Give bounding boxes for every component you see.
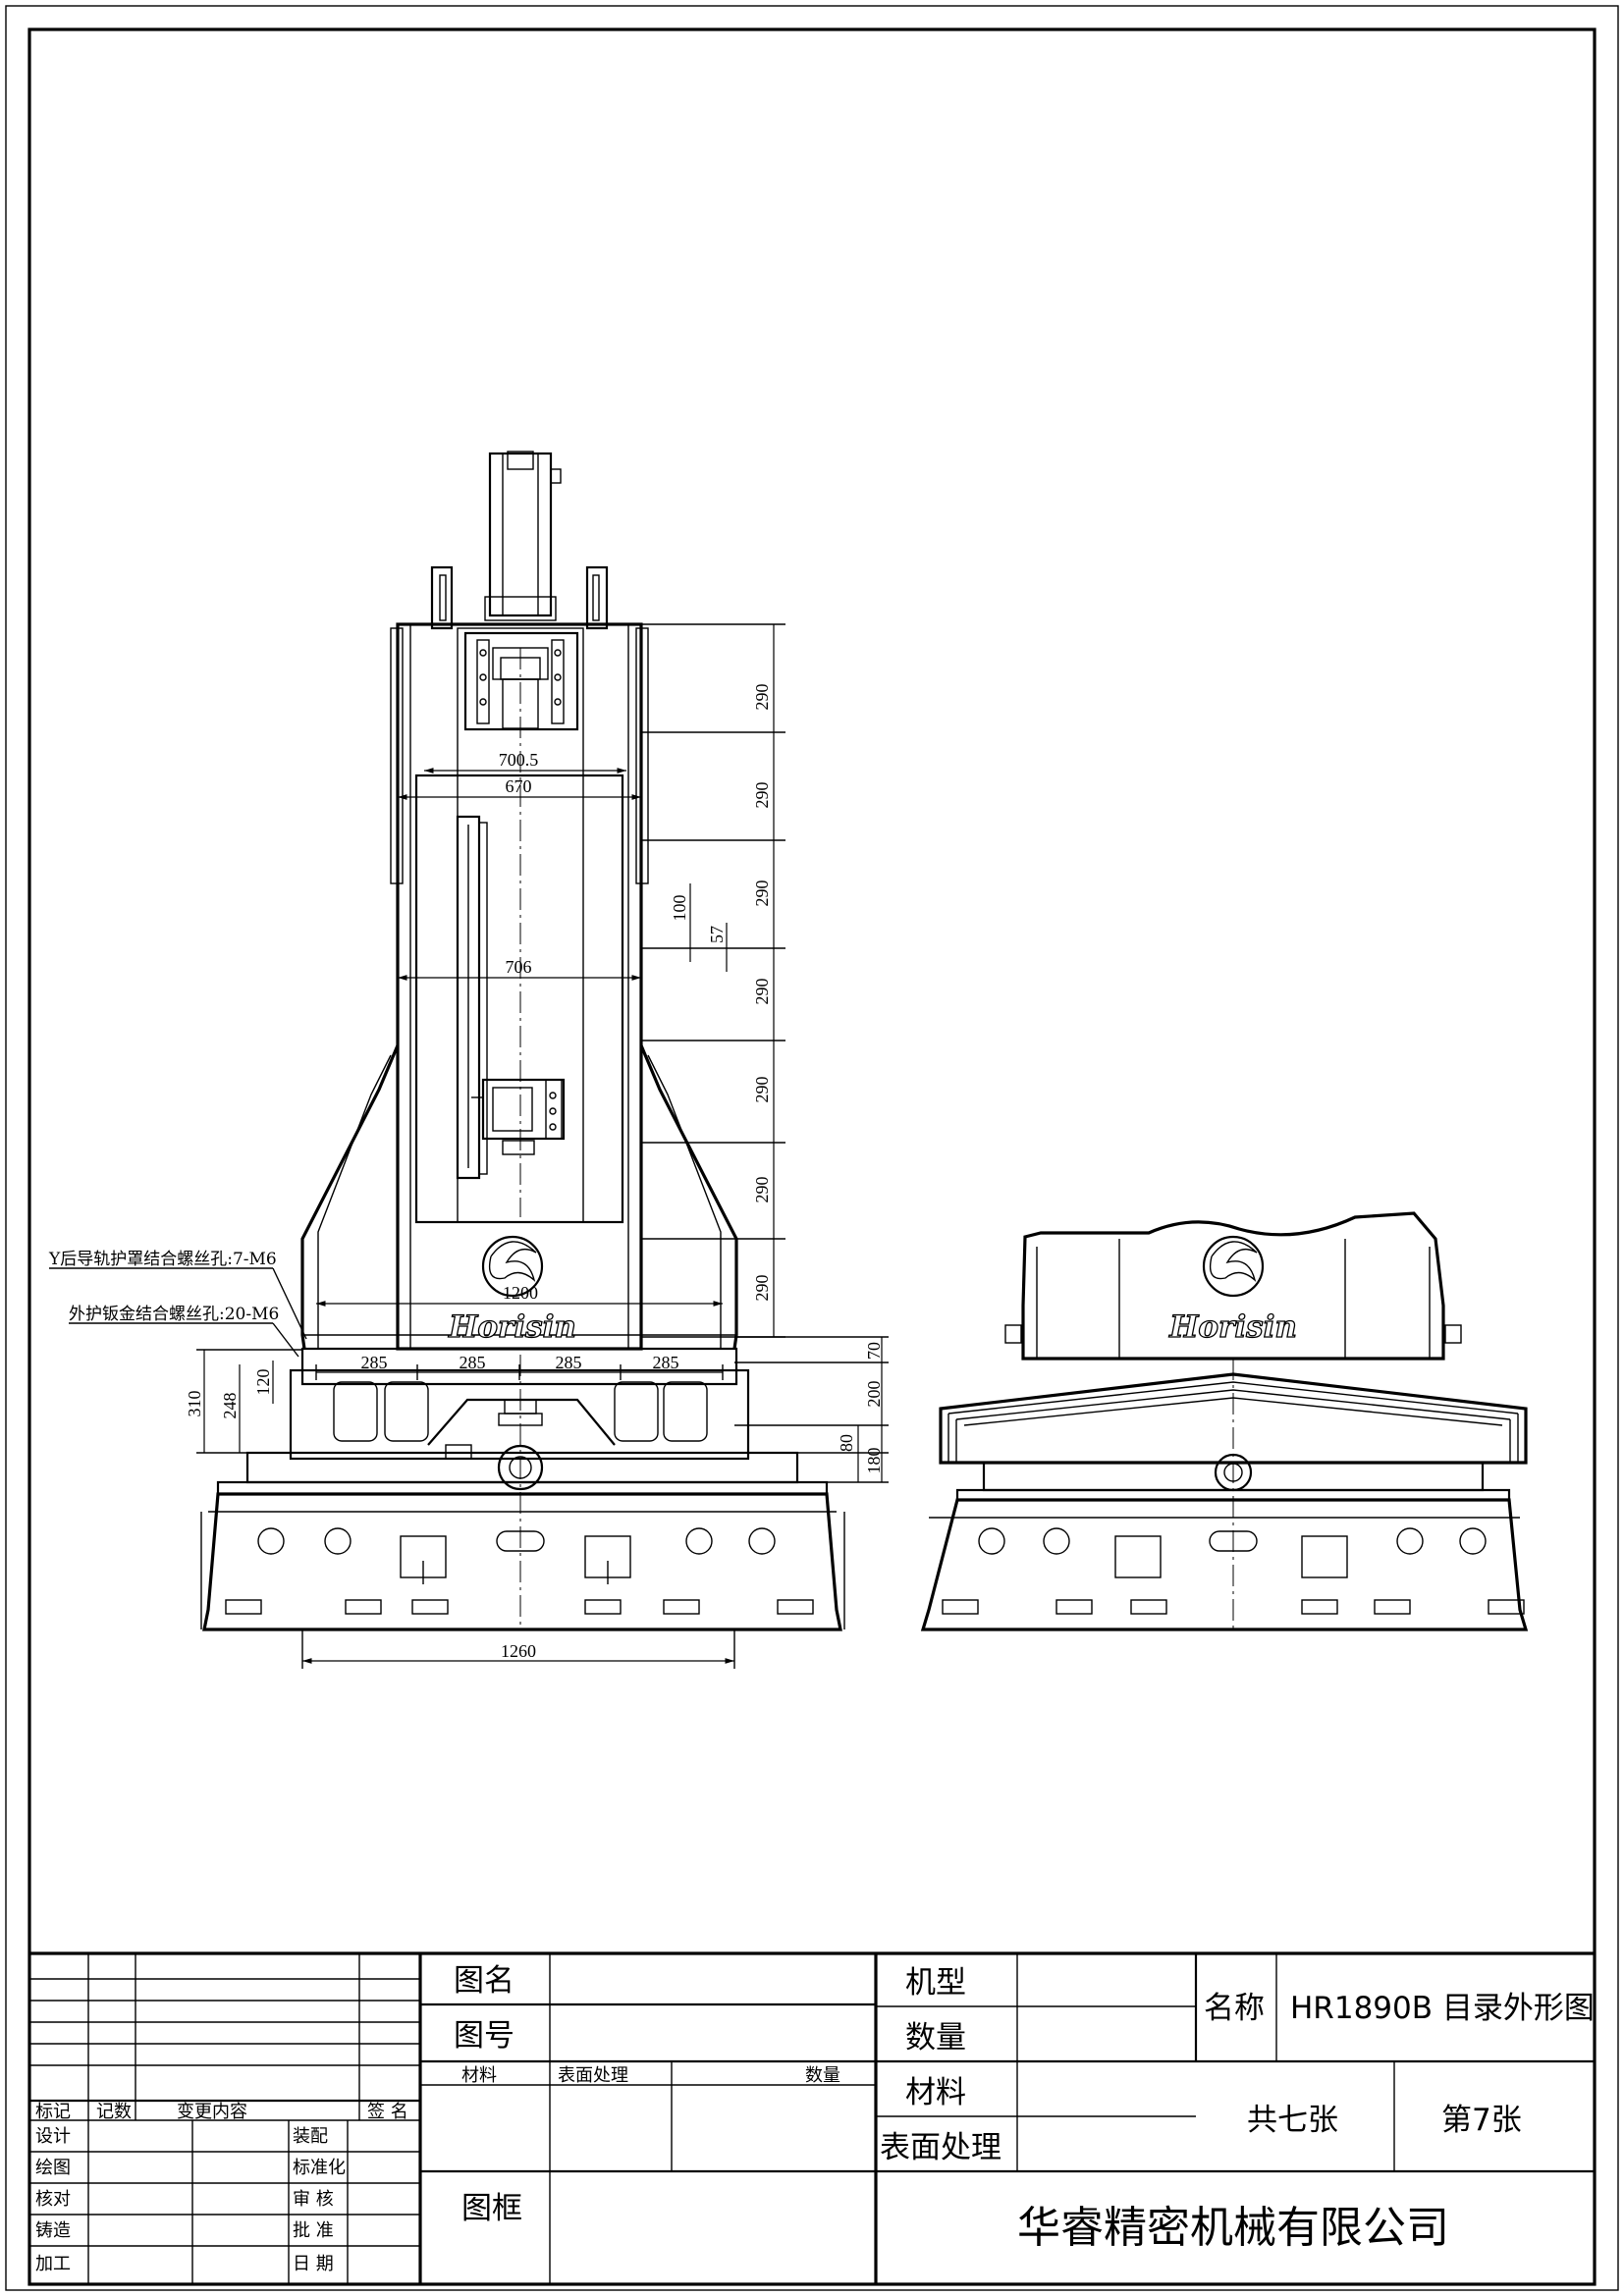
side-bed xyxy=(920,1453,1529,1631)
drawing-no-label: 图号 xyxy=(454,2018,514,2054)
saddle xyxy=(289,1347,750,1491)
name-value: HR1890B 目录外形图 xyxy=(1290,1991,1595,2026)
company-name: 华睿精密机械有限公司 xyxy=(1017,2203,1449,2253)
frame-label: 图框 xyxy=(461,2191,522,2226)
dim-70: 70 xyxy=(864,1342,884,1360)
front-logo-text: Horisin xyxy=(448,1309,576,1345)
dim-1260: 1260 xyxy=(501,1641,536,1661)
dim-rail-1: 285 xyxy=(361,1353,388,1372)
material-label: 材料 xyxy=(905,2075,966,2110)
dim-290-4: 290 xyxy=(752,979,772,1005)
annotation-y-rear-guard: Y后导轨护罩结合螺丝孔:7-M6 xyxy=(48,1250,277,1269)
side-guard-hood xyxy=(1004,1211,1462,1361)
dim-80: 80 xyxy=(837,1434,856,1452)
dim-1200: 1200 xyxy=(503,1283,538,1303)
ball-screw xyxy=(456,815,488,1180)
dim-706: 706 xyxy=(506,957,532,977)
z-motor-posts xyxy=(430,565,609,630)
drawing-info: 图名 图号 材料 表面处理 数量 图框 xyxy=(420,1953,876,2284)
column-body xyxy=(390,622,649,1351)
sheet-border xyxy=(5,5,1619,2291)
dim-rail-3: 285 xyxy=(556,1353,582,1372)
spindle-motor xyxy=(484,451,562,621)
signoff-standard: 标准化 xyxy=(293,2158,346,2178)
dim-120: 120 xyxy=(253,1369,273,1396)
dim-700-5: 700.5 xyxy=(499,750,539,770)
machine-info: 机型 数量 材料 表面处理 名称 HR1890B 目录外形图 共七张 第7张 华… xyxy=(876,1953,1595,2253)
dim-100: 100 xyxy=(670,895,689,922)
rev-header-sign: 签 名 xyxy=(367,2102,408,2122)
dim-180: 180 xyxy=(864,1448,884,1474)
dim-670: 670 xyxy=(506,776,532,796)
rev-header-change: 变更内容 xyxy=(177,2102,247,2122)
signoff-table: 设计 绘图 核对 铸造 加工 装配 标准化 审 核 批 准 日 期 xyxy=(29,2120,420,2284)
rev-header-count: 记数 xyxy=(96,2102,132,2122)
material-col: 材料 xyxy=(461,2065,497,2086)
quantity-label: 数量 xyxy=(905,2020,966,2056)
front-logo: Horisin xyxy=(447,1235,577,1346)
signoff-drawing: 绘图 xyxy=(35,2158,71,2178)
side-logo: Horisin xyxy=(1167,1235,1298,1346)
surface-col: 表面处理 xyxy=(558,2065,628,2086)
front-base xyxy=(200,1355,845,1631)
signoff-check: 核对 xyxy=(35,2189,71,2210)
signoff-approve: 批 准 xyxy=(293,2220,334,2241)
dim-290-1: 290 xyxy=(752,684,772,711)
side-logo-text: Horisin xyxy=(1168,1309,1297,1345)
name-label: 名称 xyxy=(1204,1991,1265,2026)
front-view: Horisin xyxy=(48,451,889,1669)
signoff-assembly: 装配 xyxy=(293,2126,328,2147)
signoff-date: 日 期 xyxy=(293,2254,334,2274)
signoff-machining: 加工 xyxy=(35,2254,71,2274)
side-view: Horisin xyxy=(920,1211,1529,1631)
dim-rail-2: 285 xyxy=(460,1353,486,1372)
qty-col: 数量 xyxy=(805,2065,840,2086)
revision-table: 标记 记数 变更内容 签 名 xyxy=(29,1953,420,2122)
dim-290-6: 290 xyxy=(752,1177,772,1203)
front-dimensions: 700.5 670 706 1200 285 285 285 285 1260 xyxy=(49,623,889,1669)
signoff-review: 审 核 xyxy=(293,2189,334,2210)
dim-248: 248 xyxy=(220,1393,240,1419)
dim-290-7: 290 xyxy=(752,1275,772,1302)
rev-header-mark: 标记 xyxy=(35,2102,71,2122)
spindle-carriage xyxy=(463,631,579,1217)
telescopic-cover xyxy=(939,1359,1528,1629)
surface-label: 表面处理 xyxy=(880,2130,1001,2165)
dim-310: 310 xyxy=(185,1391,204,1417)
dim-57: 57 xyxy=(707,926,727,943)
lower-nut-block xyxy=(471,1078,566,1155)
column-gussets xyxy=(300,1044,738,1350)
sheet-number: 第7张 xyxy=(1441,2103,1522,2138)
drawing-name-label: 图名 xyxy=(454,1963,514,1999)
title-block: 标记 记数 变更内容 签 名 设计 绘图 核对 铸造 加工 装配 标准化 审 核… xyxy=(29,1951,1595,2284)
dim-290-3: 290 xyxy=(752,881,772,907)
dim-290-5: 290 xyxy=(752,1077,772,1103)
signoff-design: 设计 xyxy=(35,2126,71,2147)
model-label: 机型 xyxy=(905,1965,966,2001)
dim-rail-4: 285 xyxy=(653,1353,679,1372)
dim-200: 200 xyxy=(864,1381,884,1408)
total-sheets: 共七张 xyxy=(1247,2103,1338,2138)
dim-290-2: 290 xyxy=(752,782,772,809)
annotation-outer-sheet-metal: 外护钣金结合螺丝孔:20-M6 xyxy=(69,1305,279,1324)
signoff-casting: 铸造 xyxy=(35,2220,71,2241)
